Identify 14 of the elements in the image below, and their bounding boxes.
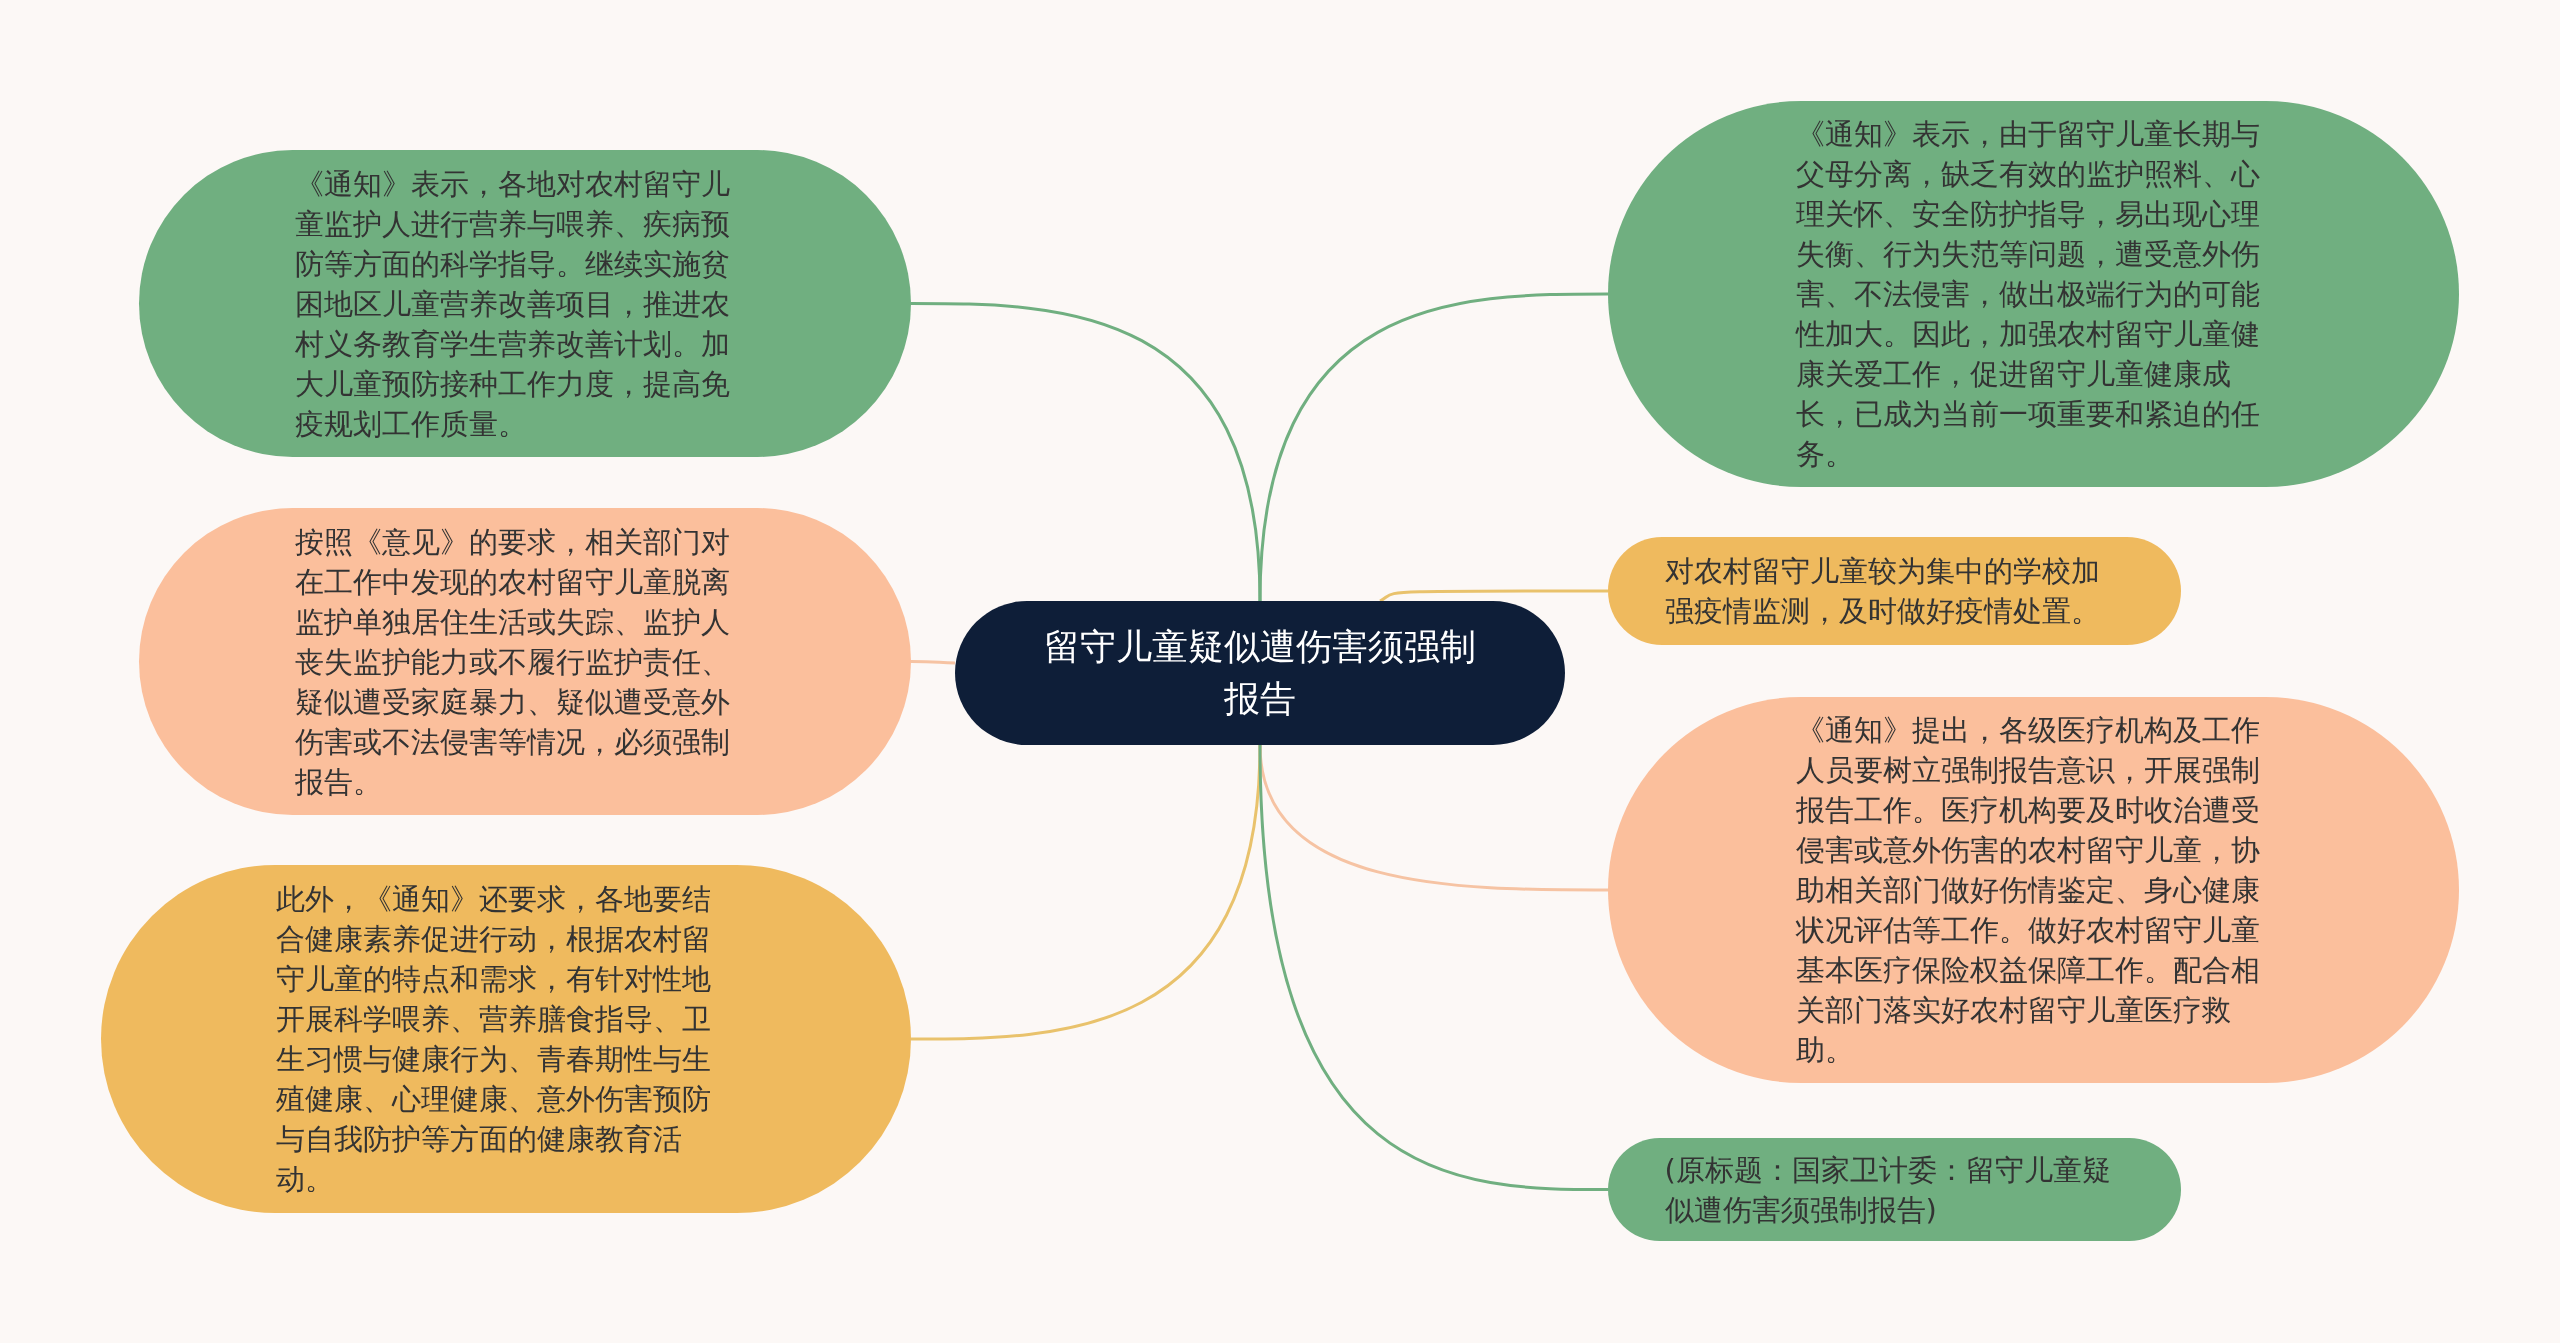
topic-bubble: (原标题：国家卫计委：留守儿童疑似遭伤害须强制报告) bbox=[1608, 1138, 2181, 1241]
connector-line bbox=[911, 660, 956, 665]
topic-bubble: 对农村留守儿童较为集中的学校加强疫情监测，及时做好疫情处置。 bbox=[1608, 537, 2181, 645]
connector-line bbox=[1258, 744, 1608, 1191]
central-topic-bubble: 留守儿童疑似遭伤害须强制报告 bbox=[955, 601, 1565, 745]
topic-bubble: 《通知》表示，各地对农村留守儿童监护人进行营养与喂养、疾病预防等方面的科学指导。继续实施贫困地区儿童营养改善项目，推进农村义务教育学生营养改善计划。加大儿童预防接种工作力度，提高免疫规划工作质量。 bbox=[139, 150, 911, 457]
connector-line bbox=[1379, 589, 1608, 603]
topic-bubble: 此外，《通知》还要求，各地要结合健康素养促进行动，根据农村留守儿童的特点和需求，有针对性地开展科学喂养、营养膳食指导、卫生习惯与健康行为、青春期性与生殖健康、心理健康、意外伤害预防与自我防护等方面的健康教育活动。 bbox=[101, 865, 911, 1213]
connector-line bbox=[1258, 292, 1608, 602]
topic-bubble: 按照《意见》的要求，相关部门对在工作中发现的农村留守儿童脱离监护单独居住生活或失踪、监护人丧失监护能力或不履行监护责任、疑似遭受家庭暴力、疑似遭受意外伤害或不法侵害等情况，必须强制报告。 bbox=[139, 508, 911, 815]
topic-bubble: 《通知》提出，各级医疗机构及工作人员要树立强制报告意识，开展强制报告工作。医疗机构要及时收治遭受侵害或意外伤害的农村留守儿童，协助相关部门做好伤情鉴定、身心健康状况评估等工作。做好农村留守儿童基本医疗保险权益保障工作。配合相关部门落实好农村留守儿童医疗救助。 bbox=[1608, 697, 2459, 1083]
connector-line bbox=[911, 744, 1262, 1041]
topic-bubble: 《通知》表示，由于留守儿童长期与父母分离，缺乏有效的监护照料、心理关怀、安全防护指导，易出现心理失衡、行为失范等问题，遭受意外伤害、不法侵害，做出极端行为的可能性加大。因此，加强农村留守儿童健康关爱工作，促进留守儿童健康成长，已成为当前一项重要和紧迫的任务。 bbox=[1608, 101, 2459, 487]
connector-line bbox=[911, 302, 1262, 602]
